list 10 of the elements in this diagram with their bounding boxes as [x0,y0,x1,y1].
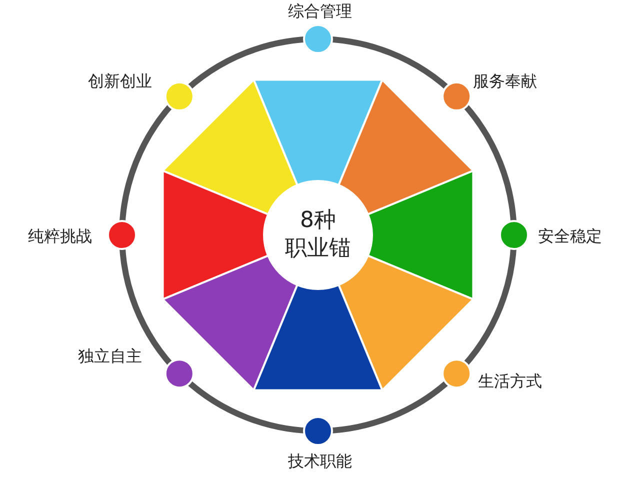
category-label: 安全稳定 [538,226,602,248]
category-label: 服务奉献 [473,72,537,92]
category-label: 技术职能 [288,452,352,472]
center-text: 8种 [300,207,336,235]
category-label: 综合管理 [288,2,352,22]
category-label: 独立自主 [78,346,142,368]
category-label: 生活方式 [478,372,542,392]
category-label: 纯粹挑战 [28,226,92,248]
center-text: 职业锚 [285,235,351,263]
category-label: 创新创业 [88,72,152,92]
